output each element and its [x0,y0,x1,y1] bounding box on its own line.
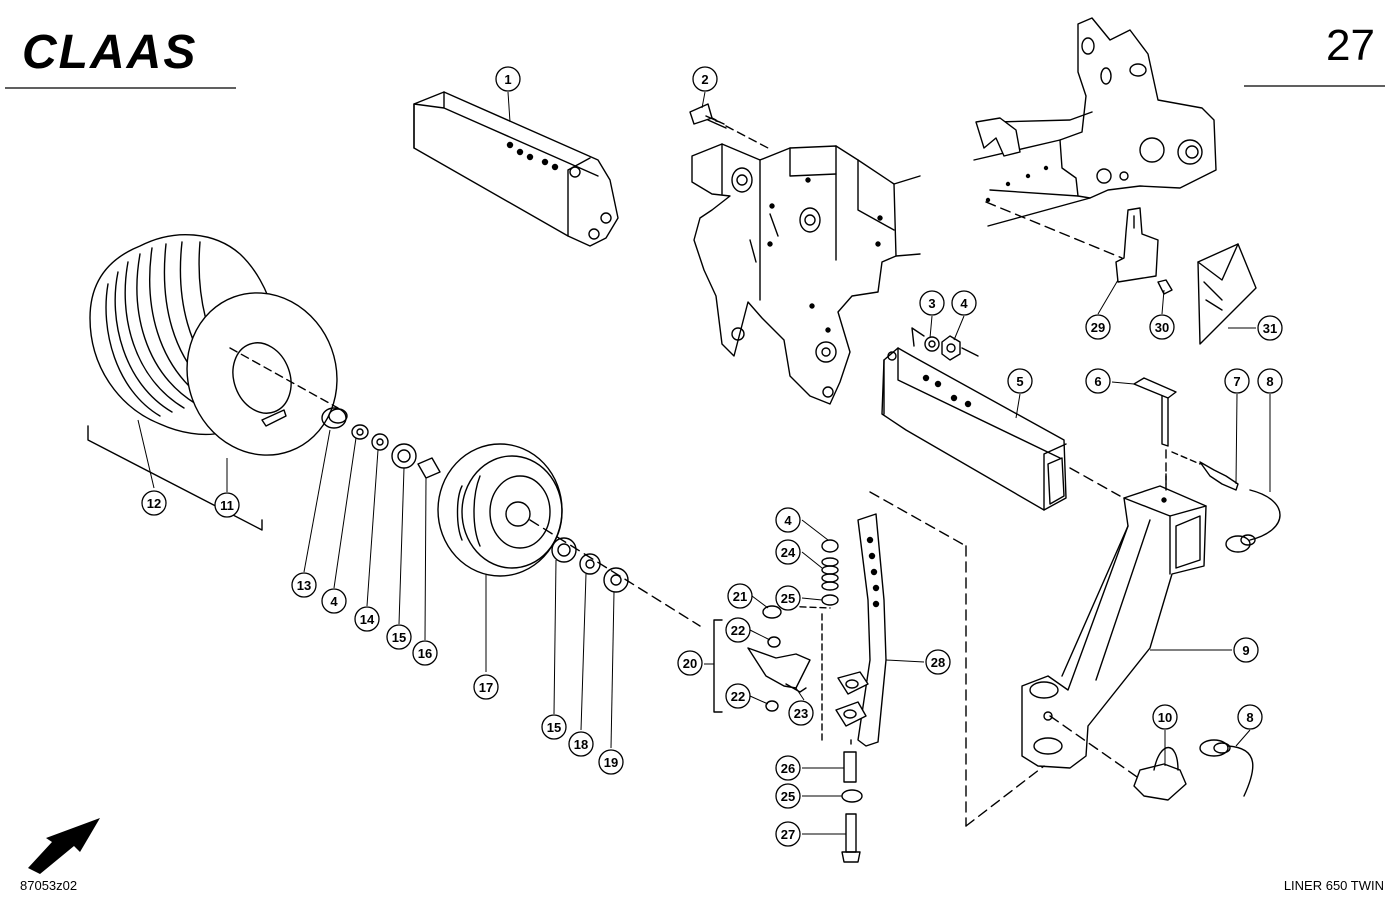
callout-17: 17 [479,680,493,695]
callout-22-lower: 22 [731,689,745,704]
part-14-washer [371,433,389,451]
mounting-bracket-assembly [691,143,921,405]
header: CLAAS 27 [5,21,1385,89]
part-15-bearing [391,443,417,469]
callout-14: 14 [360,612,375,627]
callout-16: 16 [418,646,432,661]
callout-19: 19 [604,755,618,770]
main-frame [973,17,1217,259]
callout-11: 11 [220,498,234,513]
part-29-plate [1115,207,1159,283]
part-7-clip [1171,451,1239,491]
callout-28: 28 [931,655,945,670]
callout-23: 23 [794,706,808,721]
part-13-seal [321,407,348,429]
part-5-square-tube [881,347,1121,511]
part-3-washer [924,336,940,352]
part-18-washer [579,553,601,575]
callout-1: 1 [504,72,511,87]
part-4-nut [911,327,979,361]
callout-12: 12 [147,496,161,511]
part-8-spring-cotter-lower [1199,739,1254,797]
callout-15: 15 [392,630,406,645]
part-6-pin [1133,377,1177,489]
part-27-bolt [841,739,861,863]
callout-20: 20 [683,656,697,671]
part-20-axle-assembly [713,605,831,741]
part-2-bolt [689,103,769,149]
part-28-lever [835,491,1045,827]
callout-5: 5 [1016,374,1023,389]
callout-30: 30 [1155,320,1169,335]
callout-18: 18 [574,737,588,752]
callout-27: 27 [781,827,795,842]
drawing-code: 87053z02 [20,878,77,893]
callout-8-lower: 8 [1246,710,1253,725]
callout-31: 31 [1263,321,1277,336]
part-16-spacer [417,457,441,479]
part-9-drawbar [1021,469,1207,787]
callout-9: 9 [1242,643,1249,658]
part-15-bearing-outer [551,537,577,563]
callout-13: 13 [297,578,311,593]
part-10-shackle [1133,747,1187,801]
part-8-spring-cotter [1225,489,1281,553]
callout-25-lower: 25 [781,789,795,804]
part-4-hub-nut [351,424,369,440]
callout-7: 7 [1233,374,1240,389]
callouts: 1 2 3 4 5 6 7 8 9 10 11 12 13 4 14 15 16… [137,66,1283,847]
callout-24: 24 [781,545,796,560]
callout-3: 3 [928,296,935,311]
part-26-sleeve [843,751,857,783]
part-11-disc [186,292,339,456]
callout-6: 6 [1094,374,1101,389]
footer: 87053z02 LINER 650 TWIN [20,818,1384,893]
part-24-washer-stack [821,539,839,591]
callout-10: 10 [1158,710,1172,725]
callout-4-lever: 4 [784,513,792,528]
callout-22-upper: 22 [731,623,745,638]
callout-4: 4 [960,296,968,311]
callout-21: 21 [733,589,747,604]
part-1-tube-arm [413,91,619,247]
part-19-cap [603,567,629,593]
model-name: LINER 650 TWIN [1284,878,1384,893]
callout-25-upper: 25 [781,591,795,606]
direction-arrow-icon [28,818,100,874]
callout-2: 2 [701,72,708,87]
callout-15-outer: 15 [547,720,561,735]
part-17-wheel-rim [437,443,701,627]
part-30-screw [1157,279,1173,295]
callout-26: 26 [781,761,795,776]
page-number: 27 [1326,21,1375,70]
claas-logo: CLAAS [22,26,197,79]
callout-29: 29 [1091,320,1105,335]
callout-4-hub: 4 [330,594,338,609]
callout-8: 8 [1266,374,1273,389]
part-31-wedge [1197,243,1257,345]
